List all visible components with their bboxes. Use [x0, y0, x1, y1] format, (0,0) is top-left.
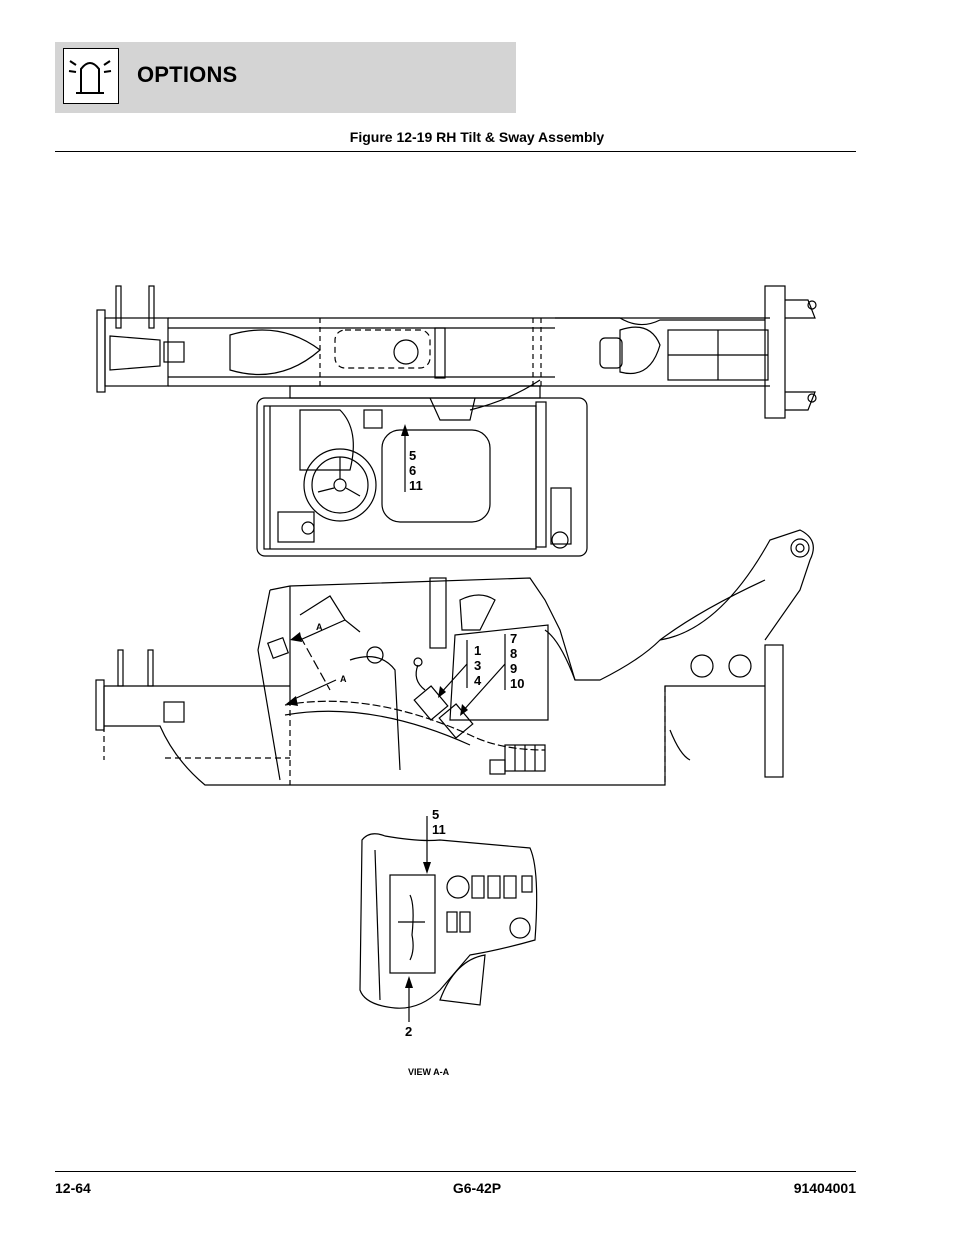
callout-7: 7 [510, 631, 517, 646]
page-number: 12-64 [55, 1180, 91, 1196]
side-view-machine [95, 529, 814, 786]
callout-3: 3 [474, 658, 481, 673]
callout-1: 1 [474, 643, 481, 658]
tilt-sway-control [413, 657, 474, 739]
beacon-light-icon [63, 48, 119, 104]
callout-5-upper: 5 [409, 448, 416, 463]
callout-9: 9 [510, 661, 517, 676]
callout-4: 4 [474, 673, 482, 688]
model-number: G6-42P [452, 1180, 502, 1196]
callout-2-view: 2 [405, 1024, 412, 1039]
section-marker-a-bottom: A [340, 674, 347, 684]
callout-5-view: 5 [432, 807, 439, 822]
callout-11-upper: 11 [409, 478, 423, 493]
section-cut-lines [291, 619, 346, 701]
callout-numbers: 5 6 11 1 3 4 7 8 9 10 A A 5 11 2 [316, 448, 524, 1039]
callout-8: 8 [510, 646, 517, 661]
leader-lines [404, 428, 506, 713]
view-a-a-panel [359, 816, 538, 1022]
section-title: OPTIONS [137, 62, 238, 87]
caption-divider [55, 151, 856, 152]
top-view-frame [96, 285, 817, 419]
section-marker-a-top: A [316, 622, 323, 632]
view-label: VIEW A-A [408, 1067, 450, 1077]
part-number: 91404001 [793, 1180, 856, 1196]
section-header: OPTIONS [55, 42, 516, 113]
top-view-cab [256, 379, 588, 557]
footer-divider [55, 1171, 856, 1172]
callout-10: 10 [510, 676, 524, 691]
callout-11-view: 11 [432, 822, 446, 837]
callout-6-upper: 6 [409, 463, 416, 478]
figure-caption: Figure 12-19 RH Tilt & Sway Assembly [349, 129, 605, 145]
